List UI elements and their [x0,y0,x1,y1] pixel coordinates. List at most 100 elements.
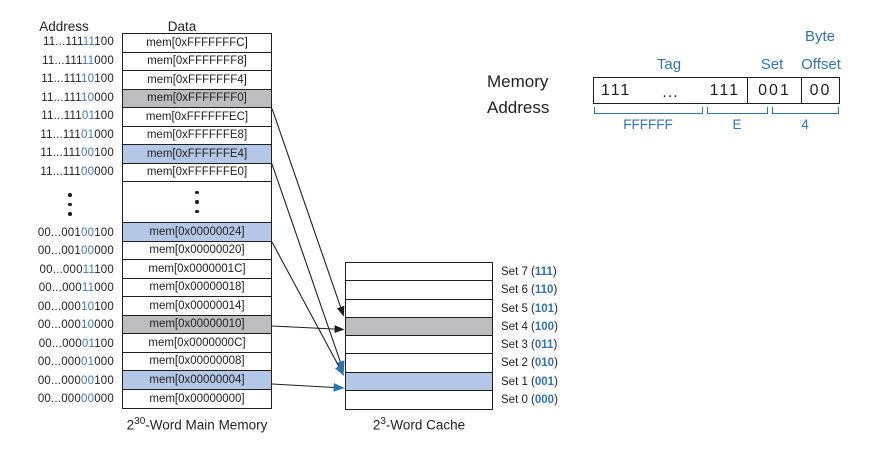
memory-cell-text: mem[0x00000020] [149,244,245,257]
tag-bits-right: 111 [709,81,740,99]
set-label-text: Set 1 ( [501,375,535,388]
cache-set-label: Set 6 (110) [501,281,557,299]
address-prefix-bits: 00...000 [39,263,83,276]
set-label-close: ) [553,339,558,351]
cache-table [345,262,493,410]
memory-row: mem[0xFFFFFFE8] [123,127,271,145]
caption-rest: -Word Cache [385,417,466,433]
memory-cell-text: mem[0x0000001C] [148,262,246,275]
address-offset-bits: 100 [94,36,114,48]
memory-cell-text: mem[0x00000024] [149,225,245,238]
cache-set-row [346,372,492,391]
set-label-bits: 101 [534,302,555,315]
memory-cell-text: mem[0xFFFFFFEC] [145,110,249,123]
set-label-close: ) [554,375,558,388]
memory-row: mem[0xFFFFFFFC] [123,34,271,53]
memory-address-binary: 11...11100100 [14,144,114,163]
address-offset-bits: 000 [94,393,114,405]
memory-ellipsis-block [123,182,271,223]
set-label-bits: 110 [534,284,554,297]
memory-row: mem[0x0000000C] [123,334,271,353]
memory-row: mem[0x00000000] [123,390,271,409]
address-set-bits: 11 [82,36,95,48]
address-set-bits: 00 [81,374,95,387]
memory-address-binary: 11...11111000 [14,52,114,71]
memory-address-binary: 11...11101100 [14,107,114,126]
set-label-bits: 011 [534,339,554,351]
memory-address-binary: 11...11101000 [14,126,114,145]
offset-brace [772,107,839,114]
address-ellipsis [68,193,72,216]
address-prefix-bits: 00...000 [37,356,81,368]
cache-set-row [346,391,492,409]
memory-cell-text: mem[0x00000018] [149,281,245,294]
memory-cell-text: mem[0xFFFFFFE4] [146,147,248,160]
address-offset-bits: 100 [94,300,114,313]
memory-row: mem[0x0000001C] [123,260,271,279]
set-label-bits: 000 [534,393,555,406]
address-prefix-bits: 11...111 [40,165,81,178]
set-label-close: ) [554,320,558,333]
memory-cell-text: mem[0x00000000] [149,392,245,405]
mid-hex-label: E [732,117,742,132]
memory-address-binary: 00...00100000 [14,242,114,261]
address-prefix-bits: 11...111 [41,73,81,85]
set-label-text: Set 5 ( [501,302,535,315]
cache-set-row [346,354,492,373]
tag-field-label: Tag [656,56,682,73]
set-cell: 001 [747,78,801,103]
set-label-bits: 001 [534,375,555,388]
address-set-bits: 11 [81,54,95,67]
cache-set-label: Set 3 (011) [501,336,557,354]
cache-set-label: Set 7 (111) [501,263,557,281]
address-offset-bits: 100 [94,110,114,122]
vertical-ellipsis [195,190,199,214]
memory-address-binary: 11...11110000 [14,89,114,108]
memory-cell-text: mem[0xFFFFFFF0] [147,92,247,105]
address-prefix-bits: 00...001 [37,245,81,257]
memory-cell-text: mem[0xFFFFFFFC] [146,36,248,49]
memory-cell-text: mem[0xFFFFFFE8] [146,129,248,142]
arrow-mem00000010-to-set4 [271,325,345,334]
address-prefix-bits: 00...000 [37,319,81,331]
address-set-bits: 01 [81,356,95,368]
low-hex-label: 4 [801,117,809,132]
memory-row: mem[0x00000020] [123,242,271,260]
address-prefix-bits: 11...111 [41,110,82,122]
memory-row: mem[0x00000004] [123,371,271,390]
address-prefix-bits: 11...111 [40,128,81,141]
address-prefix-bits: 11...111 [41,91,81,104]
set-label-text: Set 4 ( [501,320,535,333]
arrow-mem00000024-to-set1 [271,241,345,376]
address-set-bits: 10 [81,73,95,85]
mid-brace [707,107,768,114]
memory-address-binary: 00...00100100 [14,224,114,243]
caption-base: 2 [126,417,135,433]
address-set-bits: 00 [81,147,95,159]
memory-cell-text: mem[0x0000000C] [148,336,246,349]
cache-set-row [346,263,492,282]
address-offset-bits: 000 [94,356,114,368]
tag-brace [594,107,703,114]
offset-field-label: Offset [801,56,841,73]
address-set-bits: 00 [81,165,95,178]
set-label-text: Set 7 ( [501,266,535,278]
address-set-bits: 00 [81,393,95,405]
tag-bits-left: 111 [601,81,632,99]
memory-row: mem[0xFFFFFFF4] [123,71,271,90]
set-label-bits: 100 [534,320,555,333]
memory-address-binary: 00...00010000 [14,316,114,335]
address-offset-bits: 000 [94,282,114,294]
caption-base: 2 [372,417,381,433]
cache-set-row [346,281,492,300]
memory-address-binary: 00...00000000 [14,390,114,409]
arrow-mem00000004-to-set1 [271,383,345,392]
memory-address-label-line1: Memory [487,72,549,91]
memory-address-binary: 00...00001100 [14,335,114,354]
set-label-bits: 010 [534,357,555,370]
address-set-bits: 01 [81,337,95,350]
address-prefix-bits: 00...000 [37,300,81,313]
memory-row: mem[0xFFFFFFE0] [123,164,271,182]
memory-row: mem[0xFFFFFFF8] [123,53,271,71]
